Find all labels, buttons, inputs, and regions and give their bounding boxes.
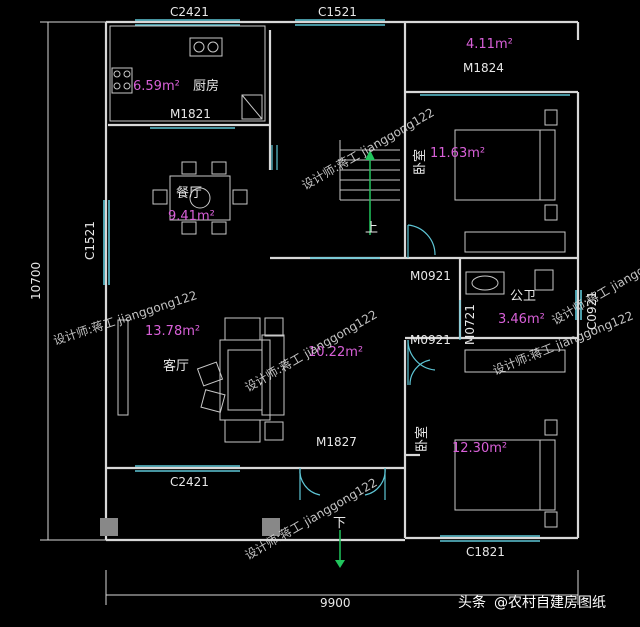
bedroom-top-bed [454,109,566,253]
label-c1521-top: C1521 [318,5,357,19]
label-m1821: M1821 [170,107,211,121]
hall-area: 10.22m² [308,345,363,360]
living-furniture [117,317,285,443]
stair-down-arrow [335,530,345,568]
brand-prefix: 头条 [458,594,486,611]
brand-text: @农村自建房图纸 [494,595,606,611]
stair-up-label: 上 [365,221,378,236]
label-c0921: C0921 [585,291,599,330]
label-m0721: M0721 [463,304,477,345]
label-m0921-a: M0921 [410,269,451,283]
dimension-lines [40,21,579,605]
bedroom-bottom-bed [454,349,566,528]
dimension-width: 9900 [320,596,351,610]
label-c1821: C1821 [466,545,505,559]
bathroom-area: 3.46m² [498,312,545,327]
dining-table [152,161,248,235]
dining-area: 9.41m² [168,209,215,224]
windows [103,19,582,542]
kitchen-area: 6.59m² [133,79,180,94]
porch-columns [100,518,280,536]
label-m0921-b: M0921 [410,333,451,347]
stair-down-label: 下 [333,516,346,531]
label-c2421-top: C2421 [170,5,209,19]
dimension-height: 10700 [29,262,43,300]
bedroom-top-area: 11.63m² [430,146,485,161]
doors [271,145,461,500]
bathroom-name: 公卫 [510,289,536,304]
dining-name: 餐厅 [176,185,202,201]
living-area: 13.78m² [145,324,200,339]
kitchen-fixtures [109,25,266,122]
bedroom-bottom-name: 卧室 [414,426,430,452]
bathroom-fixtures [465,269,554,295]
living-name: 客厅 [163,358,189,374]
stair-up-arrow [365,150,375,235]
label-m1827: M1827 [316,435,357,449]
label-c1521-left: C1521 [83,221,97,260]
bedroom-top-name: 卧室 [412,149,428,175]
bedroom-bottom-area: 12.30m² [452,441,507,456]
kitchen-name: 厨房 [193,78,219,94]
label-m1824: M1824 [463,61,504,75]
label-c2421-bottom: C2421 [170,475,209,489]
balcony-area: 4.11m² [466,37,513,52]
